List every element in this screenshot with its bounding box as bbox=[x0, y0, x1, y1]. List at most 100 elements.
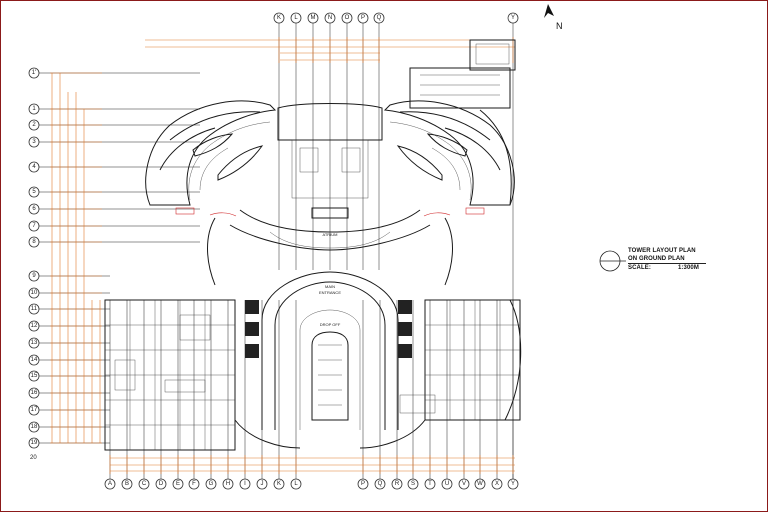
svg-text:18: 18 bbox=[31, 424, 38, 430]
svg-text:1': 1' bbox=[32, 70, 36, 76]
grid-bubble-bottom-G: G bbox=[205, 478, 217, 490]
legend-title-line2: ON GROUND PLAN bbox=[628, 256, 685, 262]
grid-bubble-left-16: 16 bbox=[28, 387, 40, 399]
grid-bubble-top-L: L bbox=[290, 12, 302, 24]
grid-bubble-left-15: 15 bbox=[28, 370, 40, 382]
grid-bubble-left-3: 3 bbox=[28, 136, 40, 148]
svg-text:9: 9 bbox=[32, 273, 36, 279]
grid-bubble-top-K: K bbox=[273, 12, 285, 24]
svg-text:12: 12 bbox=[31, 323, 38, 329]
main-entrance-label: MAIN bbox=[325, 284, 335, 289]
grid-bubble-left-17: 17 bbox=[28, 404, 40, 416]
legend-scale-label: SCALE: bbox=[628, 265, 651, 271]
svg-text:V: V bbox=[462, 481, 466, 487]
grid-bubble-left-19: 19 bbox=[28, 437, 40, 449]
grid-bubble-bottom-X: X bbox=[491, 478, 503, 490]
svg-text:2: 2 bbox=[32, 122, 36, 128]
grid-bubble-top-Q: Q bbox=[373, 12, 385, 24]
grid-bubble-bottom-H: H bbox=[222, 478, 234, 490]
legend-scale-value: 1:300M bbox=[678, 265, 699, 271]
svg-text:R: R bbox=[395, 481, 400, 487]
svg-text:7: 7 bbox=[32, 223, 36, 229]
svg-text:M: M bbox=[311, 15, 316, 21]
grid-bubble-bottom-B: B bbox=[121, 478, 133, 490]
grid-bubble-top-O: O bbox=[341, 12, 353, 24]
svg-text:I: I bbox=[244, 481, 246, 487]
grid-bubble-bottom-L: L bbox=[290, 478, 302, 490]
grid-bubble-bottom-J: J bbox=[256, 478, 268, 490]
grid-bubble-bottom-I: I bbox=[239, 478, 251, 490]
grid-bubble-bottom-W: W bbox=[474, 478, 486, 490]
svg-text:L: L bbox=[294, 15, 298, 21]
grid-bubble-left-2: 2 bbox=[28, 119, 40, 131]
grid-bubble-bottom-R: R bbox=[391, 478, 403, 490]
svg-text:G: G bbox=[209, 481, 214, 487]
north-arrow-icon: N bbox=[544, 4, 563, 31]
grid-bubble-bottom-K: K bbox=[273, 478, 285, 490]
svg-text:K: K bbox=[277, 481, 281, 487]
svg-text:Q: Q bbox=[377, 15, 382, 21]
grid-bubble-bottom-F: F bbox=[188, 478, 200, 490]
podium-and-atrium bbox=[104, 209, 522, 451]
grid-bubble-bottom-V: V bbox=[458, 478, 470, 490]
grid-bubble-top-P: P bbox=[357, 12, 369, 24]
grid-bubble-left-10: 10 bbox=[28, 287, 40, 299]
svg-text:O: O bbox=[345, 15, 350, 21]
svg-text:15: 15 bbox=[31, 373, 38, 379]
grid-bubble-left-6: 6 bbox=[28, 203, 40, 215]
svg-text:L: L bbox=[294, 481, 298, 487]
drop-off-label: DROP OFF bbox=[320, 322, 341, 327]
svg-text:Y: Y bbox=[511, 15, 515, 21]
svg-text:J: J bbox=[261, 481, 264, 487]
grid-bubble-bottom-A: A bbox=[104, 478, 116, 490]
legend-title-line1: TOWER LAYOUT PLAN bbox=[628, 248, 696, 254]
grid-bubble-left-11: 11 bbox=[28, 303, 40, 315]
atrium-label: ATRIUM bbox=[322, 232, 337, 237]
svg-text:W: W bbox=[477, 481, 483, 487]
grid-lines bbox=[39, 23, 514, 480]
grid-bubble-bottom-T: T bbox=[424, 478, 436, 490]
grid-bubble-left-8: 8 bbox=[28, 236, 40, 248]
tower-north-wings bbox=[145, 39, 516, 219]
dimension-lines bbox=[50, 37, 515, 474]
grid-bubble-bottom-S: S bbox=[407, 478, 419, 490]
svg-text:13: 13 bbox=[31, 340, 38, 346]
svg-text:4: 4 bbox=[32, 164, 36, 170]
svg-text:Y: Y bbox=[511, 481, 515, 487]
svg-text:Q: Q bbox=[378, 481, 383, 487]
grid-bubble-left-12: 12 bbox=[28, 320, 40, 332]
svg-text:B: B bbox=[125, 481, 129, 487]
svg-text:P: P bbox=[361, 481, 365, 487]
grid-bubble-left-13: 13 bbox=[28, 337, 40, 349]
grid-bubble-left-18: 18 bbox=[28, 421, 40, 433]
grid-bubble-left-14: 14 bbox=[28, 354, 40, 366]
svg-text:K: K bbox=[277, 15, 281, 21]
grid-bubble-bottom-Q: Q bbox=[374, 478, 386, 490]
north-label: N bbox=[556, 21, 563, 31]
grid-bubble-bottom-D: D bbox=[155, 478, 167, 490]
grid-bubble-bottom-C: C bbox=[138, 478, 150, 490]
grid-bubble-left-4: 4 bbox=[28, 161, 40, 173]
grid-bubble-bottom-P: P bbox=[357, 478, 369, 490]
svg-text:10: 10 bbox=[31, 290, 38, 296]
svg-text:P: P bbox=[361, 15, 365, 21]
svg-text:H: H bbox=[226, 481, 230, 487]
svg-text:F: F bbox=[192, 481, 196, 487]
grid-bubble-bottom-E: E bbox=[172, 478, 184, 490]
grid-bubble-top-N: N bbox=[324, 12, 336, 24]
svg-text:17: 17 bbox=[31, 407, 38, 413]
svg-text:5: 5 bbox=[32, 189, 36, 195]
grid-bubble-left-5: 5 bbox=[28, 186, 40, 198]
svg-text:T: T bbox=[428, 481, 432, 487]
svg-text:16: 16 bbox=[31, 390, 38, 396]
drawing-title-legend: TOWER LAYOUT PLAN ON GROUND PLAN SCALE: … bbox=[598, 246, 708, 276]
grid-bubble-bottom-Y: Y bbox=[507, 478, 519, 490]
svg-text:8: 8 bbox=[32, 239, 36, 245]
grid-bubble-bottom-U: U bbox=[441, 478, 453, 490]
svg-text:11: 11 bbox=[31, 306, 38, 312]
floor-number: 20 bbox=[30, 455, 37, 461]
